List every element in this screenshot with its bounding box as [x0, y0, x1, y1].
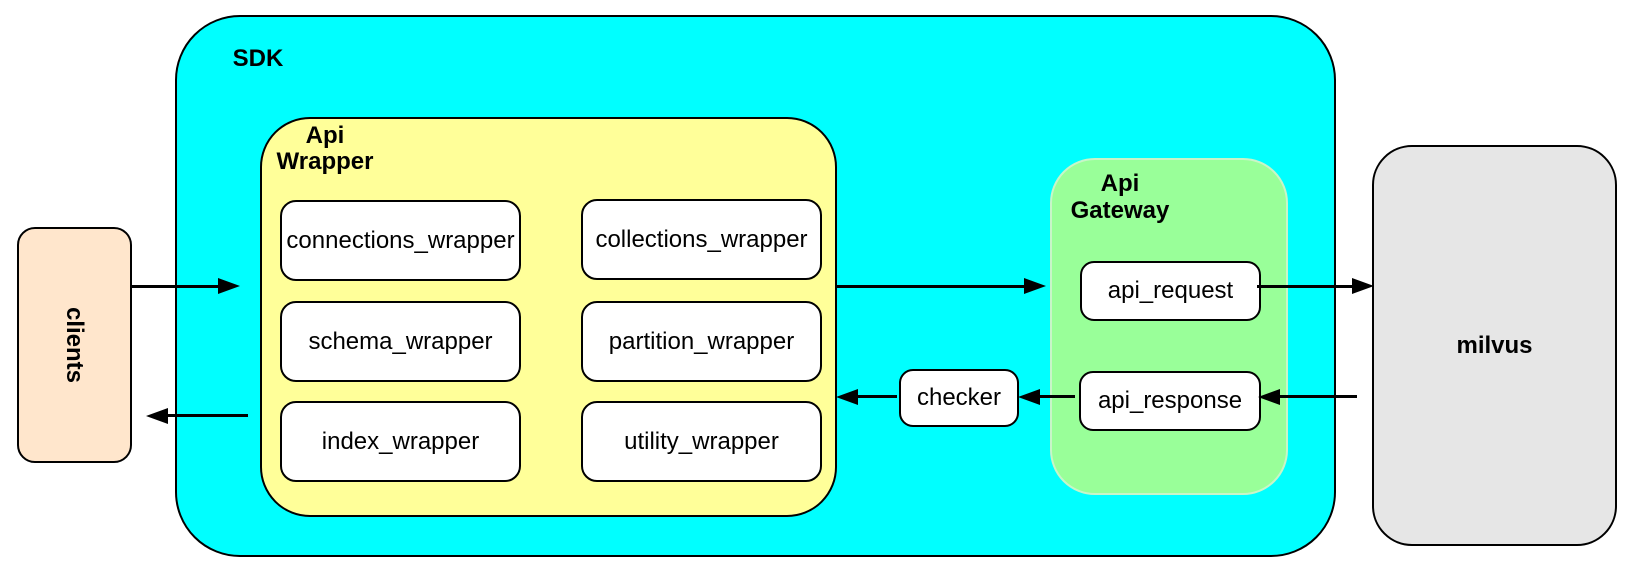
box-connections-wrapper-label: connections_wrapper [286, 226, 515, 254]
box-partition-wrapper-label: partition_wrapper [608, 327, 795, 355]
box-index-wrapper-label: index_wrapper [321, 427, 480, 455]
box-index-wrapper: index_wrapper [280, 401, 521, 482]
arrowhead-right-icon [1024, 278, 1046, 294]
checker-box: checker [899, 369, 1019, 427]
checker-label: checker [916, 384, 1002, 411]
api-response-box: api_response [1079, 371, 1261, 431]
box-connections-wrapper: connections_wrapper [280, 200, 521, 281]
arrowhead-left-icon [146, 408, 168, 424]
api-response-label: api_response [1097, 387, 1243, 414]
arrowhead-left-icon [836, 389, 858, 405]
arrowhead-left-icon [1018, 389, 1040, 405]
api-wrapper-label: Api Wrapper [262, 123, 388, 175]
arrowhead-left-icon [1258, 389, 1280, 405]
arrow-line [1040, 395, 1075, 398]
arrow-line [858, 395, 897, 398]
box-collections-wrapper-label: collections_wrapper [595, 225, 808, 253]
sdk-container: SDK Api Wrapper connections_wrapper coll… [175, 15, 1336, 557]
arrowhead-right-icon [218, 278, 240, 294]
arrow-line [1257, 285, 1354, 288]
box-utility-wrapper: utility_wrapper [581, 401, 822, 482]
api-gateway-label-line2: Gateway [1070, 197, 1170, 224]
api-gateway-label: Api Gateway [1052, 170, 1188, 224]
box-schema-wrapper: schema_wrapper [280, 301, 521, 382]
api-request-label: api_request [1107, 277, 1234, 304]
api-wrapper-label-line1: Api [305, 122, 345, 149]
api-wrapper-container: Api Wrapper connections_wrapper collecti… [260, 117, 837, 517]
milvus-box: milvus [1372, 145, 1617, 546]
api-request-box: api_request [1080, 261, 1261, 321]
sdk-label: SDK [232, 45, 284, 72]
arrow-line [168, 414, 248, 417]
arrow-line [835, 285, 1026, 288]
arrow-line [1280, 395, 1357, 398]
milvus-label: milvus [1456, 331, 1533, 359]
box-utility-wrapper-label: utility_wrapper [624, 427, 779, 455]
box-partition-wrapper: partition_wrapper [581, 301, 822, 382]
api-gateway-container: Api Gateway api_request api_response [1050, 158, 1288, 495]
api-gateway-label-line1: Api [1100, 170, 1140, 197]
clients-label: clients [61, 306, 89, 384]
box-schema-wrapper-label: schema_wrapper [308, 327, 493, 355]
arrowhead-right-icon [1352, 278, 1374, 294]
clients-box: clients [17, 227, 132, 463]
arrow-line [132, 285, 220, 288]
box-collections-wrapper: collections_wrapper [581, 199, 822, 280]
api-wrapper-label-line2: Wrapper [276, 148, 374, 175]
